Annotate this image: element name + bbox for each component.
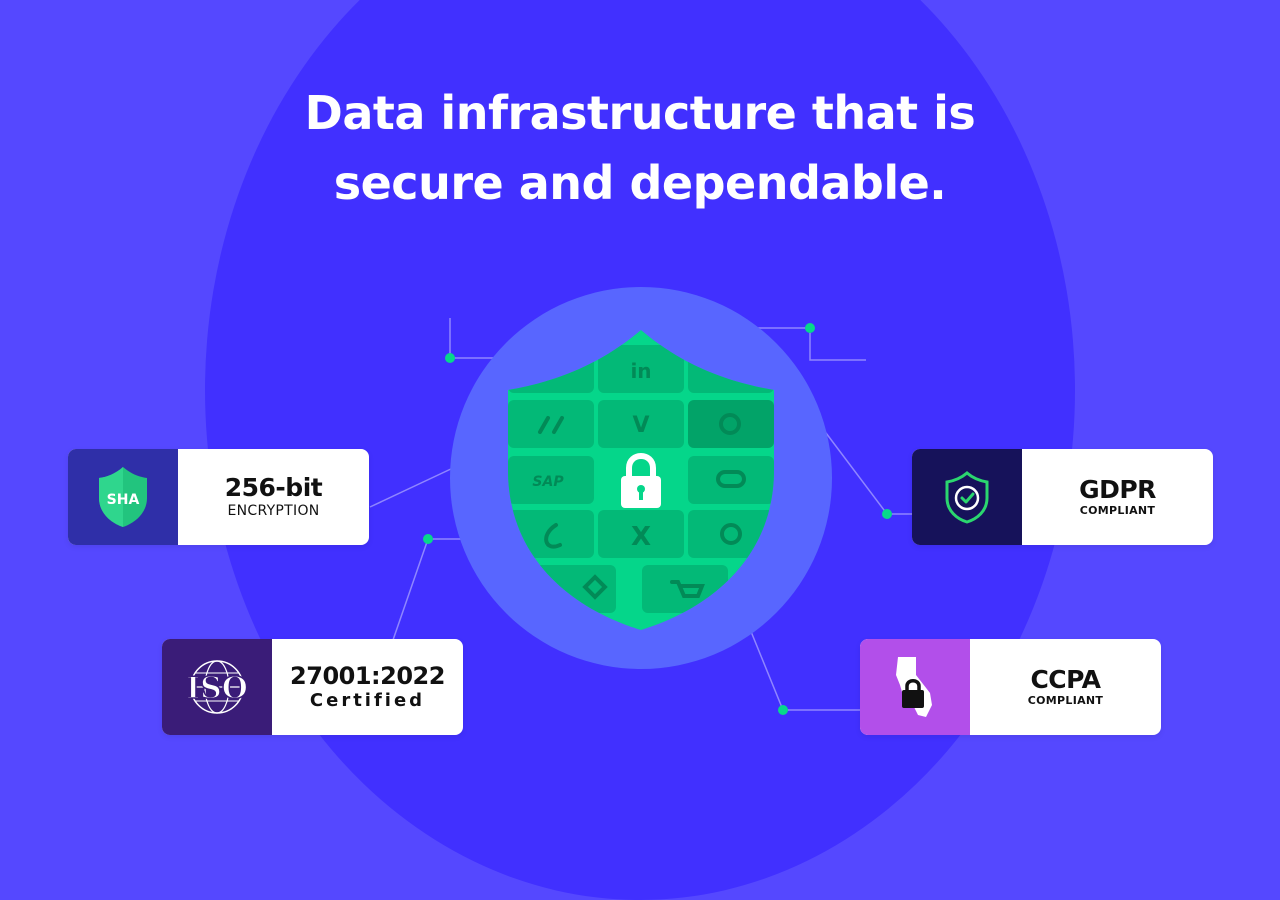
shield-icon: in V SAP X <box>508 330 774 630</box>
illustration: in V SAP X <box>369 287 912 715</box>
gdpr-badge-subtitle: COMPLIANT <box>1079 504 1156 517</box>
iso-badge-subtitle: Certified <box>309 690 426 711</box>
shield-check-icon <box>945 471 989 524</box>
sap-tile-label: SAP <box>532 474 564 490</box>
page-title: Data infrastructure that is secure and d… <box>0 78 1280 218</box>
iso-badge-card: ISO 27001:2022 Certified <box>162 639 463 735</box>
sha-icon-panel: SHA <box>68 449 178 545</box>
encryption-badge-subtitle: ENCRYPTION <box>227 503 320 519</box>
ccpa-icon-panel <box>860 639 970 735</box>
ccpa-badge-card: CCPA COMPLIANT <box>860 639 1161 735</box>
gdpr-icon-panel <box>912 449 1022 545</box>
encryption-badge-title: 256-bit <box>224 473 323 502</box>
lock-icon <box>621 453 661 508</box>
page-title-line-1: Data infrastructure that is <box>304 86 976 140</box>
connector-dots <box>423 323 892 715</box>
page-title-line-2: secure and dependable. <box>333 156 947 210</box>
ccpa-badge-title: CCPA <box>1030 665 1101 694</box>
gdpr-badge-text: GDPR COMPLIANT <box>1022 449 1213 545</box>
ccpa-badge-text: CCPA COMPLIANT <box>970 639 1161 735</box>
xero-tile-label: X <box>631 522 651 552</box>
sha-shield-icon: SHA <box>99 467 147 527</box>
encryption-badge-card: SHA 256-bit ENCRYPTION <box>68 449 369 545</box>
sha-icon-label: SHA <box>107 492 140 508</box>
ccpa-badge-subtitle: COMPLIANT <box>1027 694 1104 707</box>
gdpr-badge-title: GDPR <box>1079 475 1156 504</box>
iso-globe-icon: ISO <box>185 660 249 714</box>
california-lock-icon <box>896 657 932 717</box>
gdpr-badge-card: GDPR COMPLIANT <box>912 449 1213 545</box>
linkedin-tile-label: in <box>630 359 651 383</box>
encryption-badge-text: 256-bit ENCRYPTION <box>178 449 369 545</box>
iso-badge-title: 27001:2022 <box>290 662 445 690</box>
iso-badge-text: 27001:2022 Certified <box>272 639 463 735</box>
iso-icon-label: ISO <box>186 671 248 706</box>
iso-icon-panel: ISO <box>162 639 272 735</box>
vercel-tile-label: V <box>632 413 649 438</box>
